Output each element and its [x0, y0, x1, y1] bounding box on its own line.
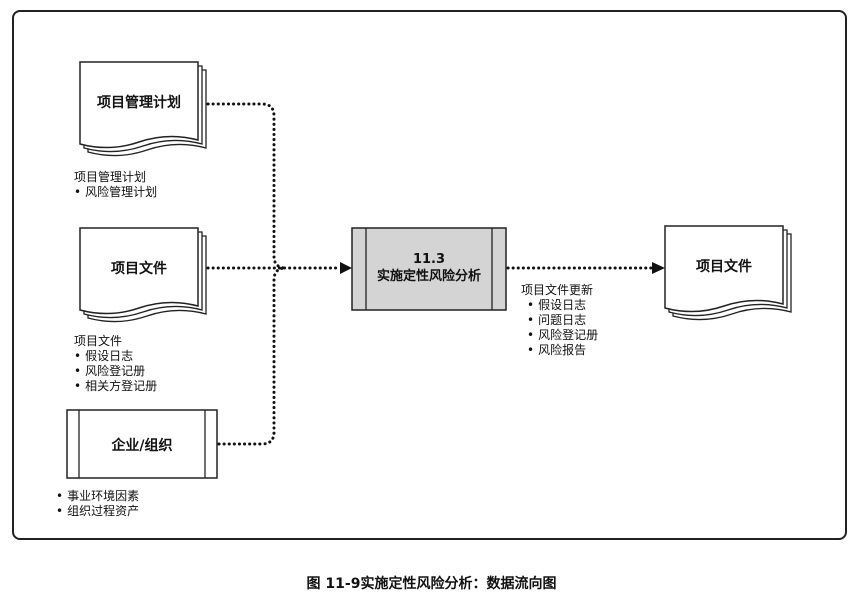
documents-output-title: 项目文件 [696, 259, 752, 275]
project-management-plan-document [79, 61, 207, 157]
plan-document-title: 项目管理计划 [97, 95, 181, 111]
organization-box-title: 企业/组织 [111, 438, 173, 454]
documents-input-heading: 项目文件 [74, 334, 123, 348]
connector-plan [206, 102, 288, 270]
project-documents-input-document [79, 227, 207, 323]
documents-input-item: 相关方登记册 [74, 379, 157, 394]
documents-input-title: 项目文件 [111, 261, 167, 277]
organization-input-label: 事业环境因素 组织过程资产 [56, 489, 139, 519]
updates-output-item: 问题日志 [527, 313, 598, 328]
process-box [351, 227, 507, 311]
documents-input-item: 假设日志 [74, 349, 157, 364]
updates-output-heading: 项目文件更新 [521, 283, 594, 297]
plan-input-item: 风险管理计划 [74, 185, 157, 200]
arrowhead-to-process [340, 262, 352, 274]
organization-input-item: 组织过程资产 [56, 504, 139, 519]
updates-output-item: 假设日志 [527, 298, 598, 313]
arrowhead-to-output [652, 262, 665, 274]
plan-input-heading: 项目管理计划 [74, 170, 147, 184]
process-name: 实施定性风险分析 [376, 269, 481, 284]
updates-output-item: 风险报告 [527, 343, 598, 358]
documents-input-label: 项目文件 假设日志 风险登记册 相关方登记册 [74, 334, 157, 394]
connector-organization [217, 266, 288, 446]
figure-caption: 图 11-9实施定性风险分析：数据流向图 [306, 576, 557, 592]
diagram-frame [12, 10, 847, 540]
documents-input-item: 风险登记册 [74, 364, 157, 379]
plan-input-label: 项目管理计划 风险管理计划 [74, 170, 157, 200]
organization-input-item: 事业环境因素 [56, 489, 139, 504]
project-documents-output-document [664, 225, 792, 321]
updates-output-label: 项目文件更新 假设日志 问题日志 风险登记册 风险报告 [521, 283, 598, 358]
process-number: 11.3 [412, 252, 446, 267]
updates-output-item: 风险登记册 [527, 328, 598, 343]
enterprise-organization-box [66, 409, 218, 479]
